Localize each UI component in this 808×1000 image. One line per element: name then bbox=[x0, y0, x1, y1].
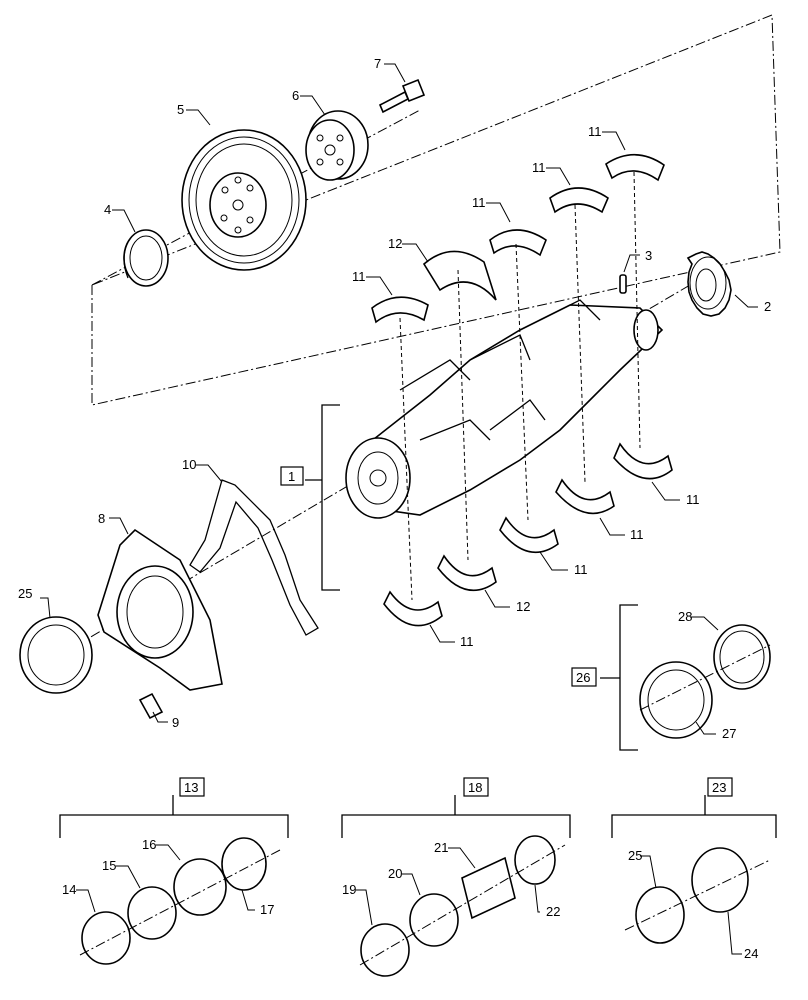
damper-hub bbox=[305, 110, 369, 181]
bearing-alignment-lines bbox=[399, 171, 641, 601]
crankshaft bbox=[345, 299, 664, 519]
callout-24: 24 bbox=[744, 946, 758, 961]
seal-kit-13 bbox=[79, 837, 281, 965]
bushing-kit-26 bbox=[639, 624, 771, 739]
seal-kit-18 bbox=[359, 835, 566, 977]
callout-11-g: 11 bbox=[574, 562, 588, 577]
assembly-bracket-13 bbox=[59, 814, 289, 838]
callout-12-a: 12 bbox=[388, 236, 402, 251]
assembly-bracket-18 bbox=[341, 814, 571, 838]
callout-4: 4 bbox=[104, 202, 111, 217]
callout-11-f: 11 bbox=[630, 527, 644, 542]
callout-leaders bbox=[40, 63, 758, 955]
callout-1: 1 bbox=[288, 469, 295, 484]
callout-26: 26 bbox=[576, 670, 590, 685]
callout-box-26 bbox=[571, 667, 597, 687]
rear-seal bbox=[19, 616, 93, 694]
callout-11-d: 11 bbox=[352, 269, 366, 284]
callout-box-23 bbox=[707, 777, 733, 797]
callout-25-b: 25 bbox=[628, 848, 642, 863]
pulley-bolt bbox=[378, 78, 426, 114]
callout-10: 10 bbox=[182, 457, 196, 472]
callout-2: 2 bbox=[764, 299, 771, 314]
callout-15: 15 bbox=[102, 858, 116, 873]
callout-18: 18 bbox=[468, 780, 482, 795]
callout-11-b: 11 bbox=[532, 160, 546, 175]
callout-3: 3 bbox=[645, 248, 652, 263]
callout-box-1 bbox=[280, 466, 304, 486]
lower-bearing-shells bbox=[383, 442, 673, 627]
gear-key bbox=[619, 274, 627, 294]
assembly-bracket-23 bbox=[611, 814, 777, 838]
callout-7: 7 bbox=[374, 56, 381, 71]
rear-housing-gasket bbox=[189, 479, 319, 636]
callout-25-a: 25 bbox=[18, 586, 32, 601]
callout-11-e: 11 bbox=[686, 492, 700, 507]
callout-6: 6 bbox=[292, 88, 299, 103]
front-seal-ring bbox=[123, 229, 169, 287]
callout-8: 8 bbox=[98, 511, 105, 526]
callout-22: 22 bbox=[546, 904, 560, 919]
rear-seal-housing bbox=[97, 528, 223, 691]
callout-19: 19 bbox=[342, 882, 356, 897]
callout-11-a: 11 bbox=[588, 124, 602, 139]
callout-14: 14 bbox=[62, 882, 76, 897]
housing-screw bbox=[138, 692, 164, 720]
callout-21: 21 bbox=[434, 840, 448, 855]
callout-box-18 bbox=[463, 777, 489, 797]
assembly-guide-frame bbox=[91, 14, 781, 406]
crankshaft-gear bbox=[686, 251, 732, 317]
callout-28: 28 bbox=[678, 609, 692, 624]
callout-box-13 bbox=[179, 777, 205, 797]
assembly-bracket-26 bbox=[619, 604, 638, 751]
callout-17: 17 bbox=[260, 902, 274, 917]
callout-5: 5 bbox=[177, 102, 184, 117]
callout-16: 16 bbox=[142, 837, 156, 852]
callout-12-b: 12 bbox=[516, 599, 530, 614]
crankshaft-pulley bbox=[181, 129, 307, 271]
callout-13: 13 bbox=[184, 780, 198, 795]
upper-bearing-shells bbox=[371, 154, 665, 324]
seal-kit-23 bbox=[624, 847, 771, 944]
callout-11-h: 11 bbox=[460, 634, 474, 649]
callout-11-c: 11 bbox=[472, 195, 486, 210]
assembly-bracket-1 bbox=[321, 404, 340, 591]
callout-23: 23 bbox=[712, 780, 726, 795]
callout-27: 27 bbox=[722, 726, 736, 741]
callout-9: 9 bbox=[172, 715, 179, 730]
callout-20: 20 bbox=[388, 866, 402, 881]
